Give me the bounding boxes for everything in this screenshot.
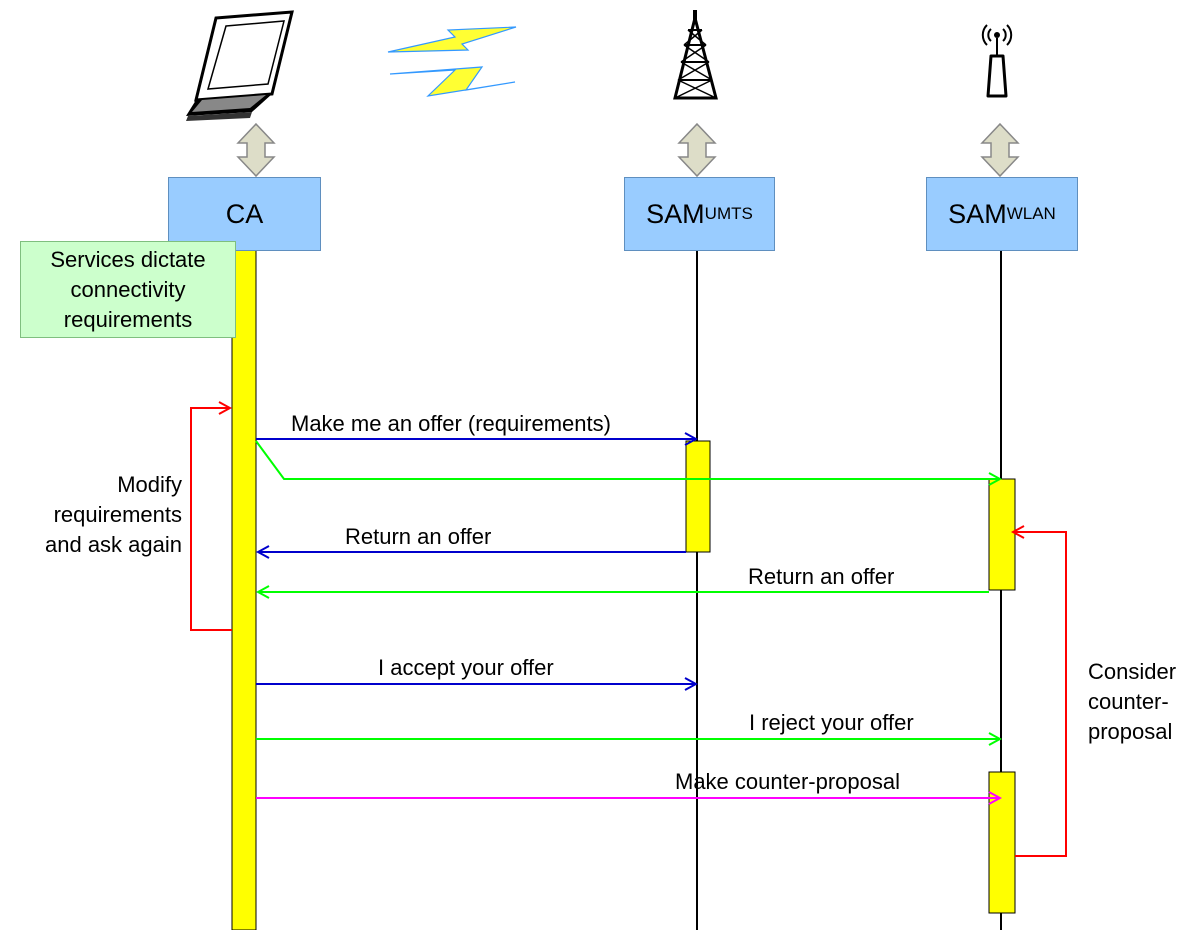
- consider-note-line: counter-: [1088, 689, 1169, 714]
- message-label-return-offer-umts: Return an offer: [345, 524, 491, 549]
- actor-sam-umts-label: SAM: [646, 198, 705, 229]
- actor-ca-label: CA: [225, 198, 264, 229]
- message-arrow-make-offer-wlan: [255, 440, 1000, 479]
- laptop-icon: [186, 10, 294, 121]
- consider-note-line: proposal: [1088, 719, 1173, 744]
- ca-activation-bar: [231, 249, 257, 930]
- wlan-access-point-icon: [981, 24, 1013, 98]
- modify-note-line: Modify: [117, 472, 182, 497]
- modify-requirements-note: Modify requirements and ask again: [20, 470, 182, 560]
- double-arrow-icon: [980, 122, 1020, 178]
- double-arrow-icon: [677, 122, 717, 178]
- consider-loop-arrow: [1013, 532, 1067, 857]
- actor-sam-wlan-subscript: WLAN: [1006, 204, 1056, 223]
- message-label-counter-proposal: Make counter-proposal: [675, 769, 900, 794]
- cell-tower-icon: [673, 10, 718, 100]
- actor-sam-umts-subscript: UMTS: [704, 204, 753, 223]
- message-label-return-offer-wlan: Return an offer: [748, 564, 894, 589]
- message-label-make-offer: Make me an offer (requirements): [291, 411, 611, 436]
- message-label-accept-offer: I accept your offer: [378, 655, 554, 680]
- message-label-reject-offer: I reject your offer: [749, 710, 914, 735]
- services-note-line: Services dictate: [50, 247, 206, 272]
- sam-wlan-activation-bar: [988, 478, 1016, 591]
- wireless-signal-icon: [387, 26, 517, 97]
- actor-sam-wlan-label: SAM: [948, 198, 1007, 229]
- consider-counter-proposal-note: Consider counter- proposal: [1088, 657, 1199, 747]
- services-note-line: connectivity: [70, 277, 186, 302]
- actor-ca: CA: [168, 177, 321, 251]
- sam-umts-activation-bar: [685, 440, 711, 553]
- modify-loop-arrow: [190, 408, 232, 631]
- modify-note-line: requirements: [53, 502, 182, 527]
- double-arrow-icon: [236, 122, 276, 178]
- services-note: Services dictate connectivity requiremen…: [20, 241, 236, 338]
- services-note-line: requirements: [63, 307, 193, 332]
- consider-note-line: Consider: [1088, 659, 1177, 684]
- modify-note-line: and ask again: [45, 532, 182, 557]
- sam-wlan-activation-bar-2: [988, 771, 1016, 914]
